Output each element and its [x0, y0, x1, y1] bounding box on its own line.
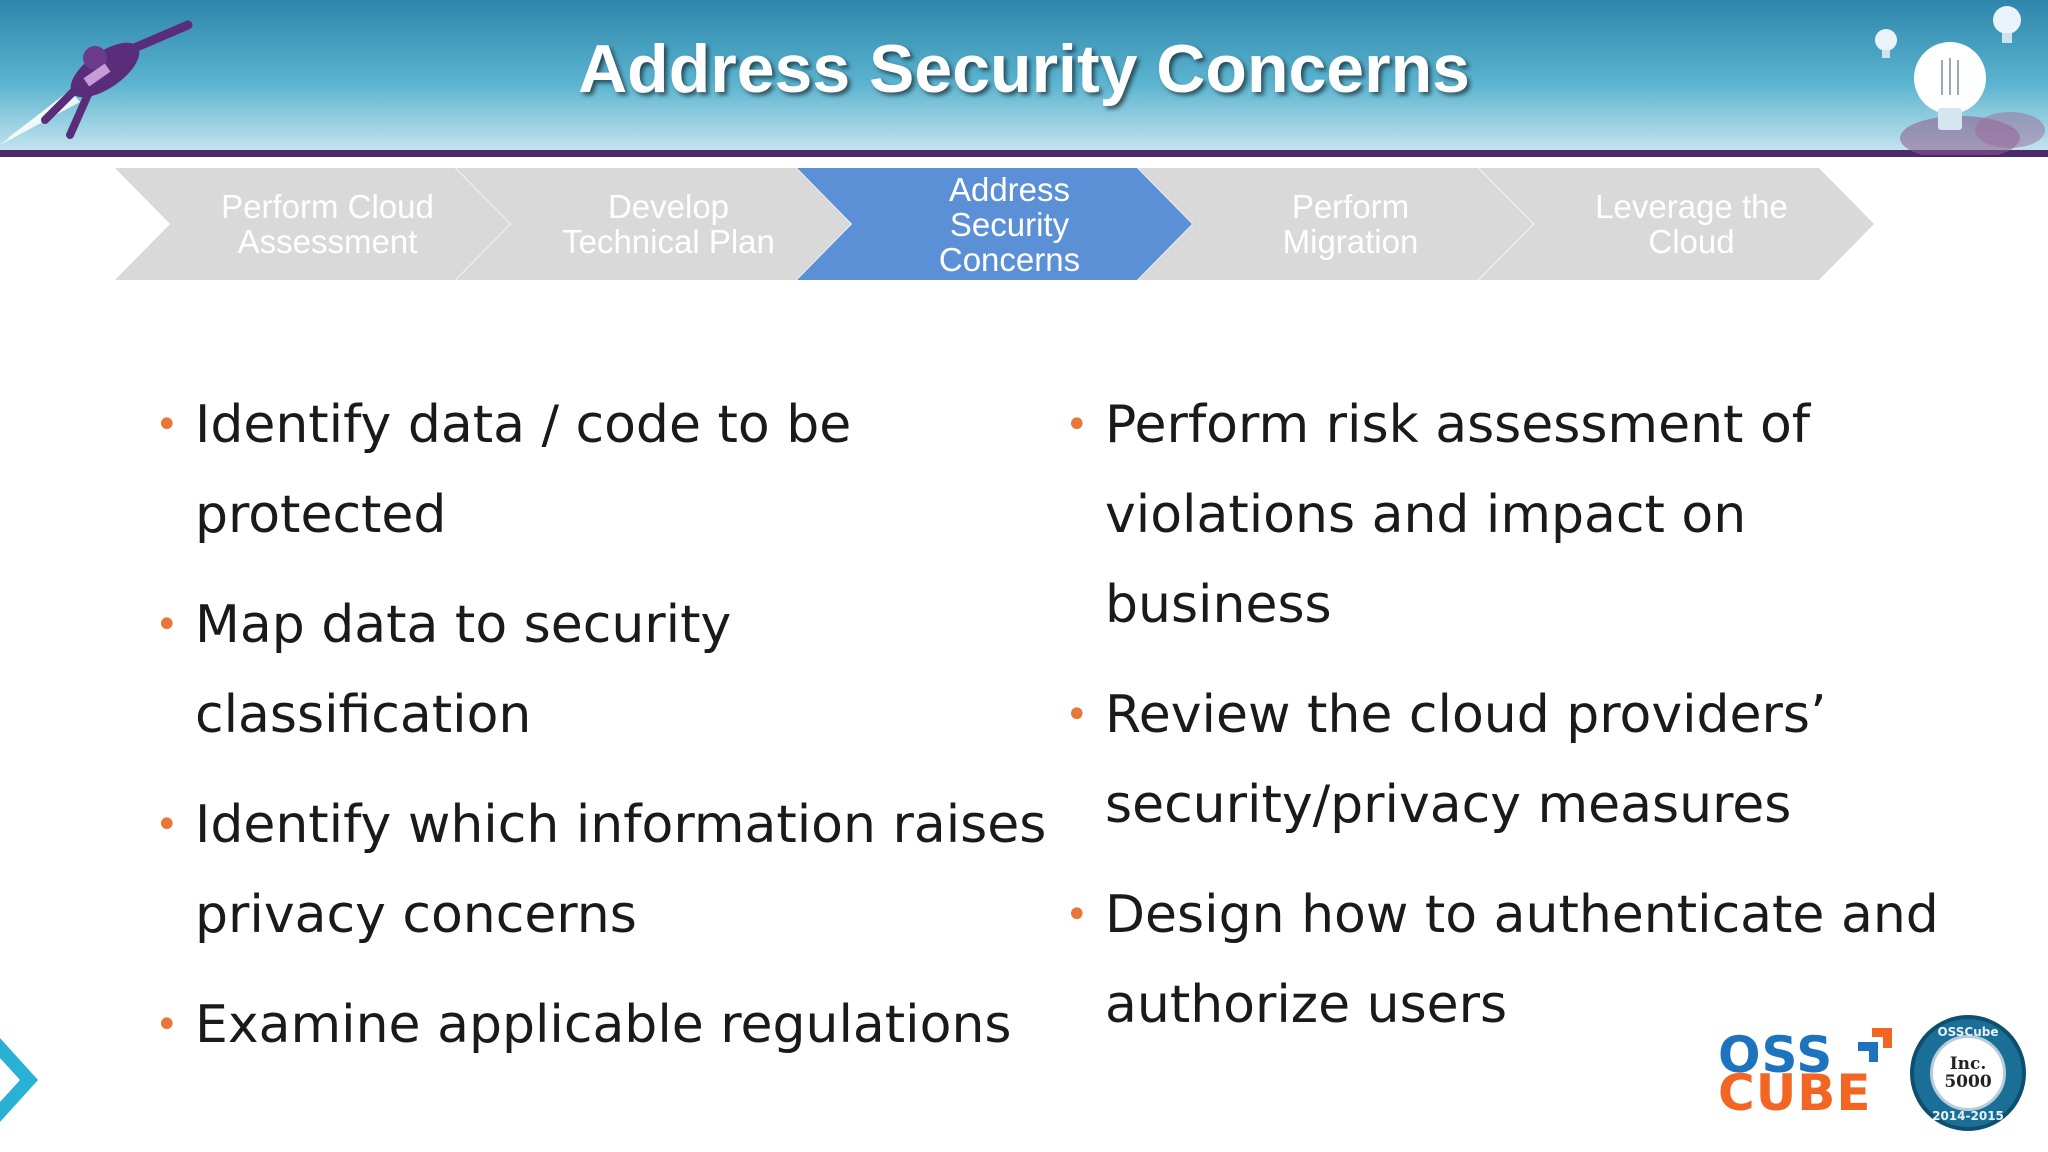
bullet-item: • Identify which information raises priva…	[155, 780, 1055, 960]
header-divider	[0, 150, 2048, 157]
process-step-chevron	[115, 168, 510, 280]
bullet-text: Identify which information raises privac…	[195, 795, 1047, 945]
process-step-label: Develop Technical Plan	[562, 188, 775, 260]
bullet-dot-icon: •	[1065, 692, 1089, 738]
slide-title: Address Security Concerns	[578, 31, 1470, 107]
rocket-person-icon	[0, 20, 193, 145]
process-step-chevron	[1479, 168, 1874, 280]
bullet-item: • Identify data / code to be protected	[155, 380, 1055, 560]
process-step-chevron	[456, 168, 851, 280]
bullet-text: Design how to authenticate and authorize…	[1105, 885, 1939, 1035]
logo-line-cube: CUBE	[1718, 1064, 1872, 1122]
bullet-text: Map data to security classification	[195, 595, 732, 745]
process-chevrons	[115, 168, 1874, 280]
bullet-text: Perform risk assessment of violations an…	[1105, 395, 1811, 635]
bullet-dot-icon: •	[1065, 402, 1089, 448]
badge-top-text: OSSCube	[1937, 1025, 1999, 1039]
bullet-item: • Examine applicable regulations	[155, 980, 1055, 1070]
right-bullet-list: • Perform risk assessment of violations a…	[1065, 380, 1965, 1070]
lightbulb-icon	[1875, 6, 2045, 155]
bullet-text: Review the cloud providers’ security/pri…	[1105, 685, 1827, 835]
process-step-label: Perform Migration	[1282, 188, 1419, 260]
bullet-dot-icon: •	[155, 402, 179, 448]
left-bullet-list: • Identify data / code to be protected • Ma…	[155, 380, 1055, 1090]
process-step-label: Address Security Concerns	[938, 170, 1081, 278]
bullet-text: Examine applicable regulations	[195, 995, 1012, 1055]
logo-line-oss: OSS	[1718, 1026, 1834, 1084]
bullet-dot-icon: •	[155, 802, 179, 848]
bullet-item: • Review the cloud providers’ security/pr…	[1065, 670, 1965, 850]
bullet-dot-icon: •	[1065, 892, 1089, 938]
bullet-item: • Map data to security classification	[155, 580, 1055, 760]
bullet-item: • Perform risk assessment of violations a…	[1065, 380, 1965, 650]
process-step-label: Perform Cloud Assessment	[221, 188, 434, 260]
inc5000-badge: OSSCube Inc. 5000 2014-2015	[1910, 1015, 2026, 1131]
bullet-text: Identify data / code to be protected	[195, 395, 852, 545]
bullet-dot-icon: •	[155, 602, 179, 648]
process-step-chevron	[1138, 168, 1533, 280]
process-step-chevron	[797, 168, 1192, 280]
badge-years-text: 2014-2015	[1932, 1109, 2004, 1123]
header-banner	[0, 0, 2048, 150]
badge-main-text: Inc. 5000	[1944, 1054, 1992, 1092]
logo-square-icon	[1858, 1028, 1892, 1062]
bullet-item: • Design how to authenticate and authoriz…	[1065, 870, 1965, 1050]
next-arrow-icon[interactable]	[0, 1030, 50, 1130]
bullet-dot-icon: •	[155, 1002, 179, 1048]
process-step-label: Leverage the Cloud	[1595, 188, 1788, 260]
